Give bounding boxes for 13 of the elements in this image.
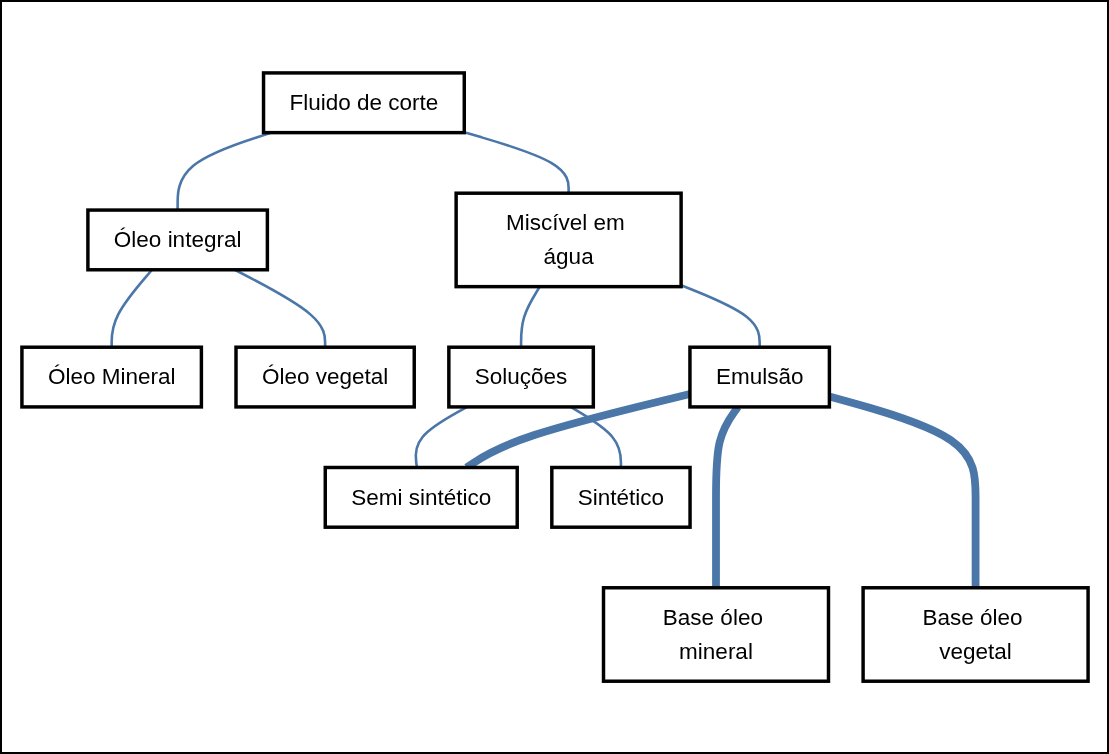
node-box: Base óleo mineral (601, 585, 830, 683)
node-box: Base óleo vegetal (860, 585, 1090, 683)
node-box: Miscível em água (453, 191, 683, 289)
node-box: Soluções (446, 345, 595, 409)
node-box: Óleo Mineral (19, 345, 203, 409)
node-box: Fluido de corte (261, 71, 466, 135)
node-box: Semi sintético (323, 465, 519, 529)
node-box: Óleo vegetal (233, 345, 416, 409)
connector (680, 284, 761, 348)
node-box: Óleo integral (85, 208, 269, 272)
node-box: Emulsão (687, 345, 831, 409)
node-box: Sintético (549, 465, 692, 529)
connector (463, 130, 570, 194)
